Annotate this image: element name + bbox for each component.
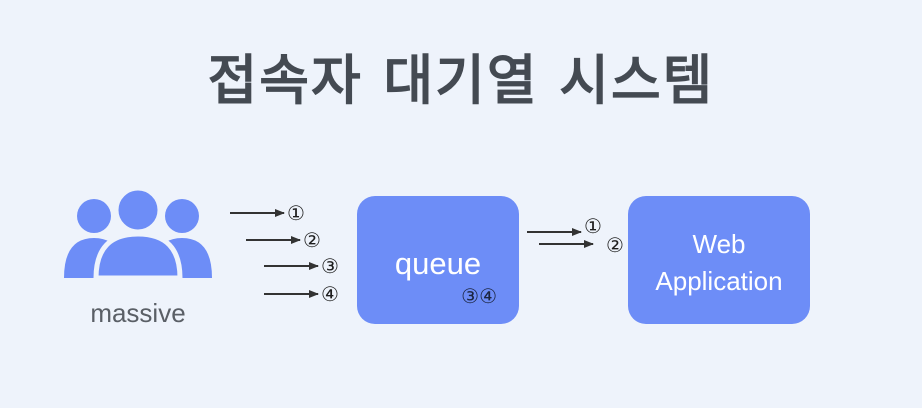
forward-step-2: ② bbox=[606, 233, 624, 257]
diagram-title: 접속자 대기열 시스템 bbox=[207, 49, 715, 112]
queue-label: queue bbox=[394, 246, 482, 281]
queue-held-requests: ③④ bbox=[461, 284, 497, 308]
users-group-icon bbox=[64, 186, 212, 278]
web-application-box: Web Application bbox=[628, 196, 810, 324]
incoming-step-2: ② bbox=[303, 228, 321, 252]
incoming-step-1: ① bbox=[287, 201, 305, 225]
web-application-label: Web Application bbox=[628, 226, 810, 300]
queue-box: queue ③④ bbox=[357, 196, 519, 324]
users-label: massive bbox=[90, 298, 186, 328]
web-application-line-2: Application bbox=[655, 266, 783, 296]
web-application-line-1: Web bbox=[692, 229, 746, 259]
incoming-step-4: ④ bbox=[321, 282, 339, 306]
forward-step-1: ① bbox=[584, 214, 602, 238]
incoming-step-3: ③ bbox=[321, 254, 339, 278]
